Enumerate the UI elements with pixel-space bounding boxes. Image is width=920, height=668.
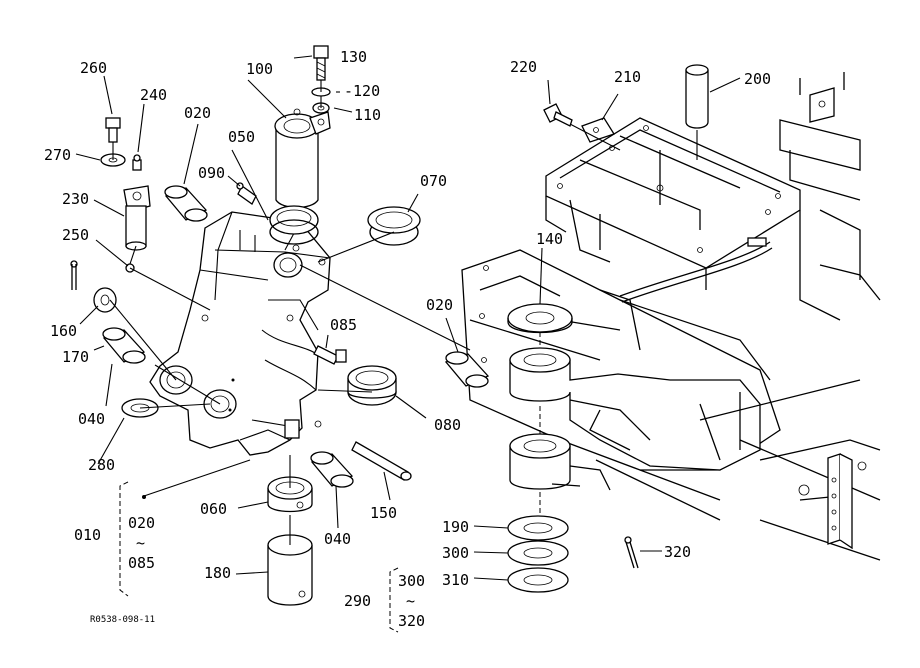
label-120: -120 [344,82,380,100]
label-range-010-from: 020 [128,514,155,532]
label-200: 200 [744,70,771,88]
label-160: 160 [50,322,77,340]
part-080-bushing-ring [347,365,397,406]
label-260: 260 [80,59,107,77]
part-020-bushing [164,185,208,222]
part-150-pin [351,441,412,481]
part-040-bushing-left [102,327,146,364]
part-320-cotter-pin [624,536,639,569]
label-150: 150 [370,504,397,522]
part-240-grease-fitting [132,154,142,171]
label-290: 290 [344,592,371,610]
label-140: 140 [536,230,563,248]
part-300-shim [507,540,569,566]
part-labels: 260 240 020 100 130 -120 110 270 050 090… [44,48,771,630]
range-bracket-010 [119,481,129,597]
part-090-grease-nipple [236,182,257,205]
label-020-upper: 020 [184,104,211,122]
machine-frame-right [461,72,881,561]
part-020-bushing-right [444,351,490,388]
label-range-290-tilde: ~ [406,592,415,610]
part-040-bushing-lower [310,451,354,488]
part-200-pin [685,64,709,129]
label-310: 310 [442,571,469,589]
label-020-right: 020 [426,296,453,314]
part-100-pivot-boss [274,108,331,209]
leader-lines-left [75,55,471,575]
part-170-washer [93,287,117,313]
label-100: 100 [246,60,273,78]
part-210-plate [581,117,615,143]
label-085: 085 [330,316,357,334]
label-070: 070 [420,172,447,190]
label-050: 050 [228,128,255,146]
label-080: 080 [434,416,461,434]
label-090: 090 [198,164,225,182]
part-140-thrust-washer [507,303,573,334]
leader-lines-right [445,77,741,581]
part-260-bolt [105,117,121,143]
label-220: 220 [510,58,537,76]
label-range-290-to: 320 [398,612,425,630]
label-040-lower: 040 [324,530,351,548]
label-210: 210 [614,68,641,86]
part-050-seal-ring [269,205,319,245]
label-250: 250 [62,226,89,244]
part-180-pin [267,534,313,606]
swing-bracket-main [149,211,331,456]
part-310-shim [507,567,569,593]
part-190-shim [507,515,569,541]
part-230-pin [123,185,151,251]
label-280: 280 [88,456,115,474]
label-range-290-from: 300 [398,572,425,590]
label-060: 060 [200,500,227,518]
part-160-cotter-pin [70,260,78,290]
part-085-bolt [313,345,347,365]
label-170: 170 [62,348,89,366]
label-240: 240 [140,86,167,104]
range-bracket-290 [389,567,399,633]
part-130-bolt [313,45,329,81]
label-040-left: 040 [78,410,105,428]
part-220-bolt [543,103,573,127]
label-190: 190 [442,518,469,536]
label-320: 320 [664,543,691,561]
label-range-010-to: 085 [128,554,155,572]
label-180: 180 [204,564,231,582]
label-230: 230 [62,190,89,208]
label-270: 270 [44,146,71,164]
label-130: 130 [340,48,367,66]
label-110: 110 [354,106,381,124]
label-300: 300 [442,544,469,562]
drawing-code: R0538-098-11 [90,615,155,625]
label-range-010-tilde: ~ [136,534,145,552]
label-010: 010 [74,526,101,544]
